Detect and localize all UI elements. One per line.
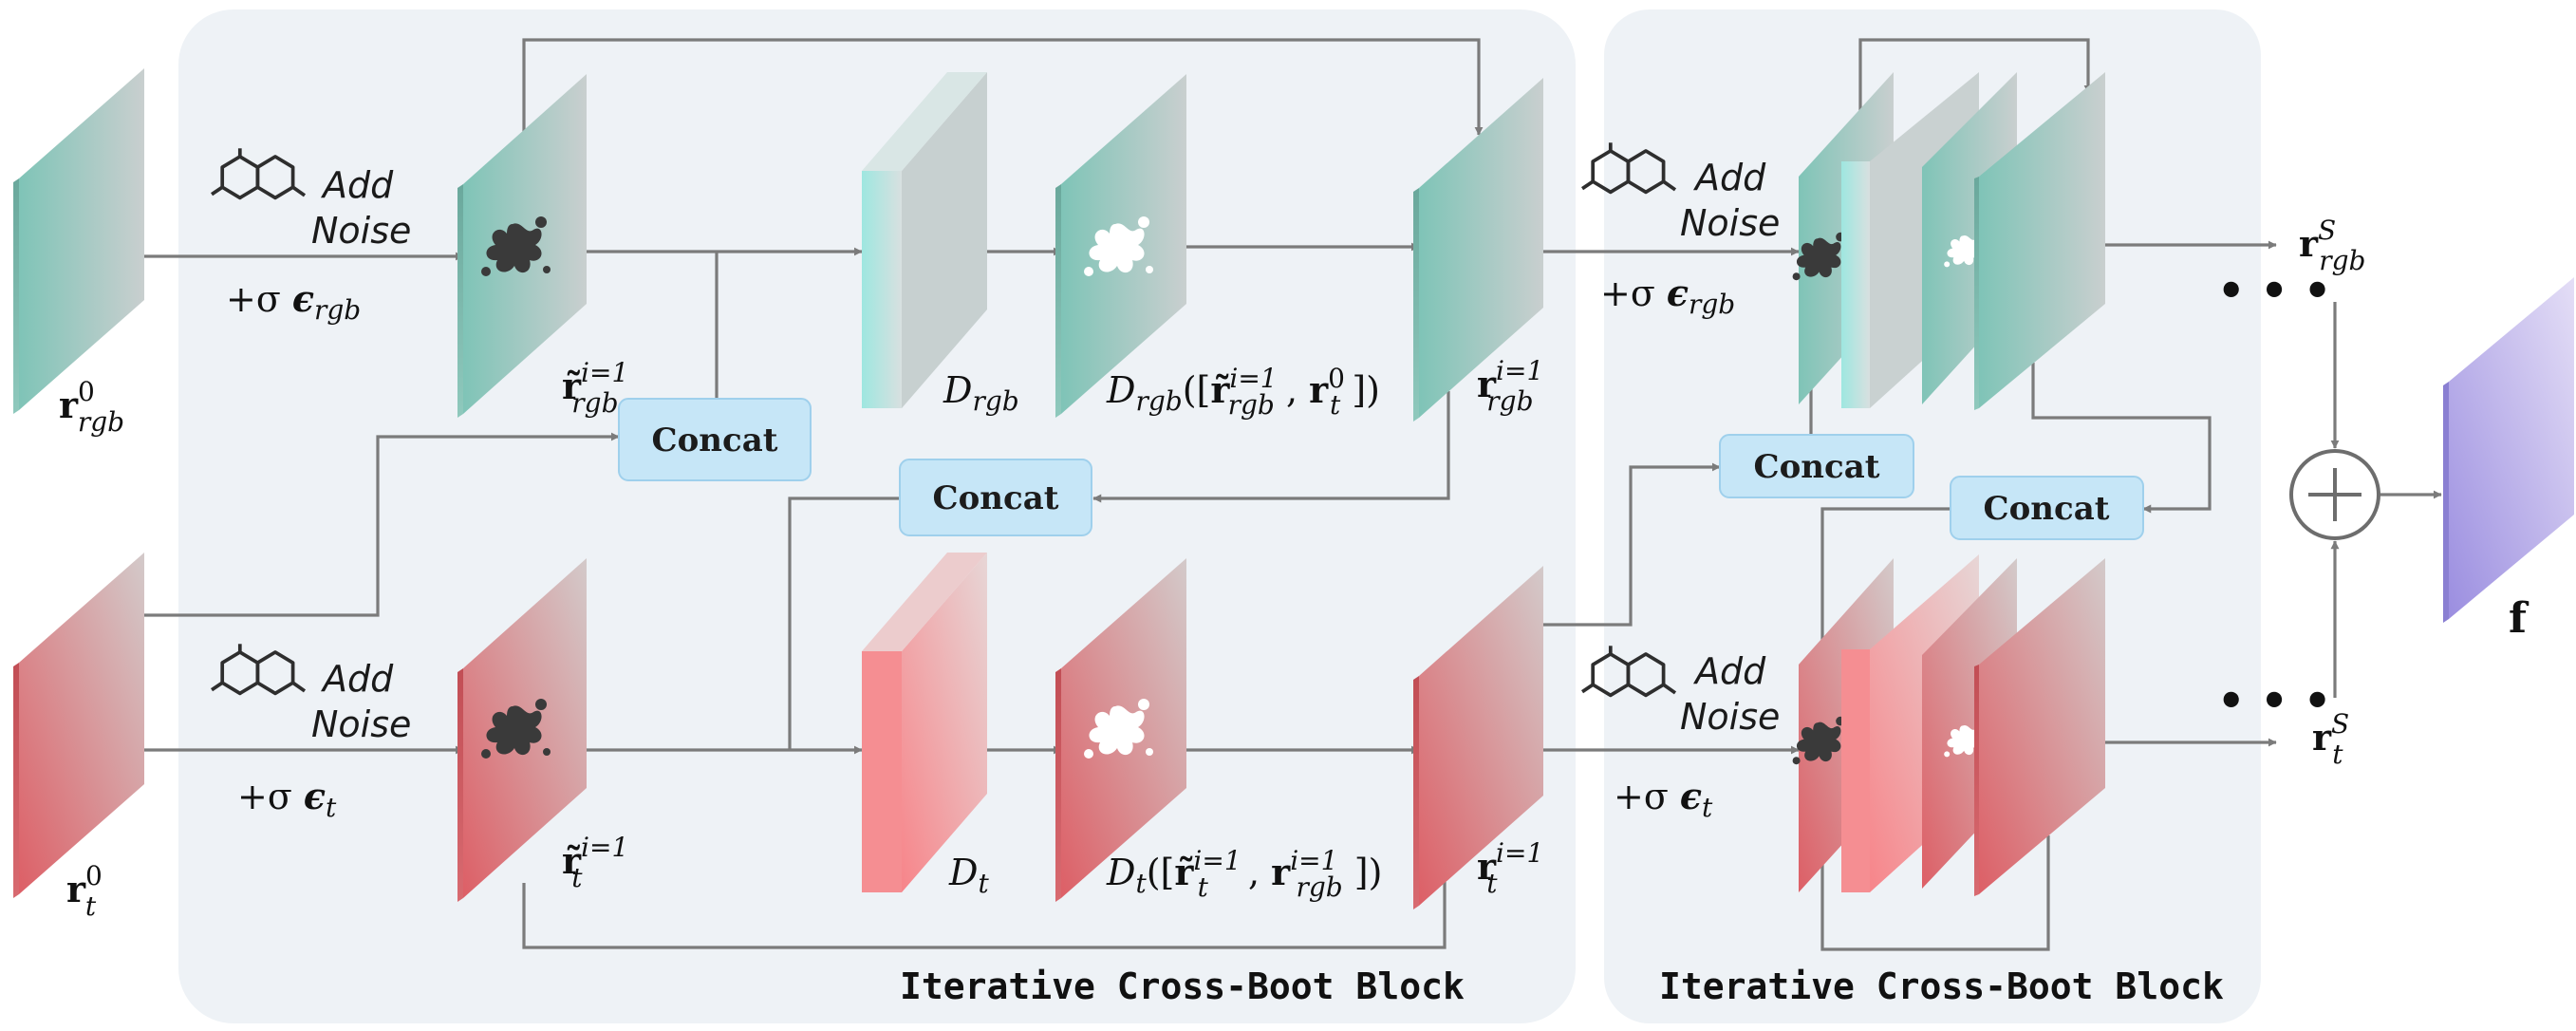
concat-box-4: Concat — [1950, 476, 2144, 540]
concat-label: Concat — [652, 422, 778, 459]
block-label-2: Iterative Cross-Boot Block — [1659, 965, 2224, 1007]
noise-line2: Noise — [311, 210, 411, 252]
concat-box-2: Concat — [899, 459, 1092, 536]
noise-term-t: +σ ϵt — [237, 775, 337, 823]
noise-term-t: +σ ϵt — [1614, 775, 1713, 823]
ellipsis-rgb: • • • — [2217, 265, 2331, 316]
plus-circle-icon — [2289, 449, 2380, 540]
feature-map-thermal-noisy — [457, 558, 587, 902]
ellipsis-t: • • • — [2217, 675, 2331, 726]
block-label-1: Iterative Cross-Boot Block — [900, 965, 1465, 1007]
label-denoiser-t: Dt — [948, 852, 989, 899]
feature-map-rgb-noisy — [457, 74, 587, 418]
denoiser-thermal — [862, 553, 987, 892]
connections — [144, 38, 2442, 951]
concat-box-3: Concat — [1719, 434, 1914, 498]
feature-map-thermal-denoised — [1055, 558, 1186, 902]
noise-line1: Add — [320, 658, 394, 700]
feature-map-thermal-input — [13, 553, 144, 898]
noise-line2: Noise — [311, 703, 411, 745]
block2-rgb-stack — [1792, 72, 2105, 410]
noise-term-rgb: +σ ϵrgb — [226, 277, 361, 326]
noise-line2: Noise — [1680, 696, 1780, 738]
concat-label: Concat — [933, 479, 1059, 517]
label-fused: f — [2509, 594, 2529, 643]
feature-map-rgb-input — [13, 68, 144, 414]
feature-map-rgb-denoised — [1055, 74, 1186, 418]
concat-label: Concat — [1984, 490, 2110, 528]
noise-line2: Noise — [1680, 202, 1780, 244]
noise-term-rgb: +σ ϵrgb — [1600, 272, 1735, 320]
noise-line1: Add — [1692, 157, 1766, 198]
concat-box-1: Concat — [618, 398, 812, 481]
feature-map-thermal-output-1 — [1413, 566, 1543, 909]
noise-line1: Add — [1692, 650, 1766, 692]
label-denoiser-rgb: Drgb — [943, 369, 1019, 417]
block2-thermal-stack — [1792, 554, 2105, 896]
concat-label: Concat — [1754, 448, 1880, 486]
feature-map-fused — [2443, 277, 2574, 623]
feature-map-rgb-output-1 — [1413, 78, 1543, 422]
denoiser-rgb — [862, 72, 987, 408]
noise-line1: Add — [320, 164, 394, 206]
